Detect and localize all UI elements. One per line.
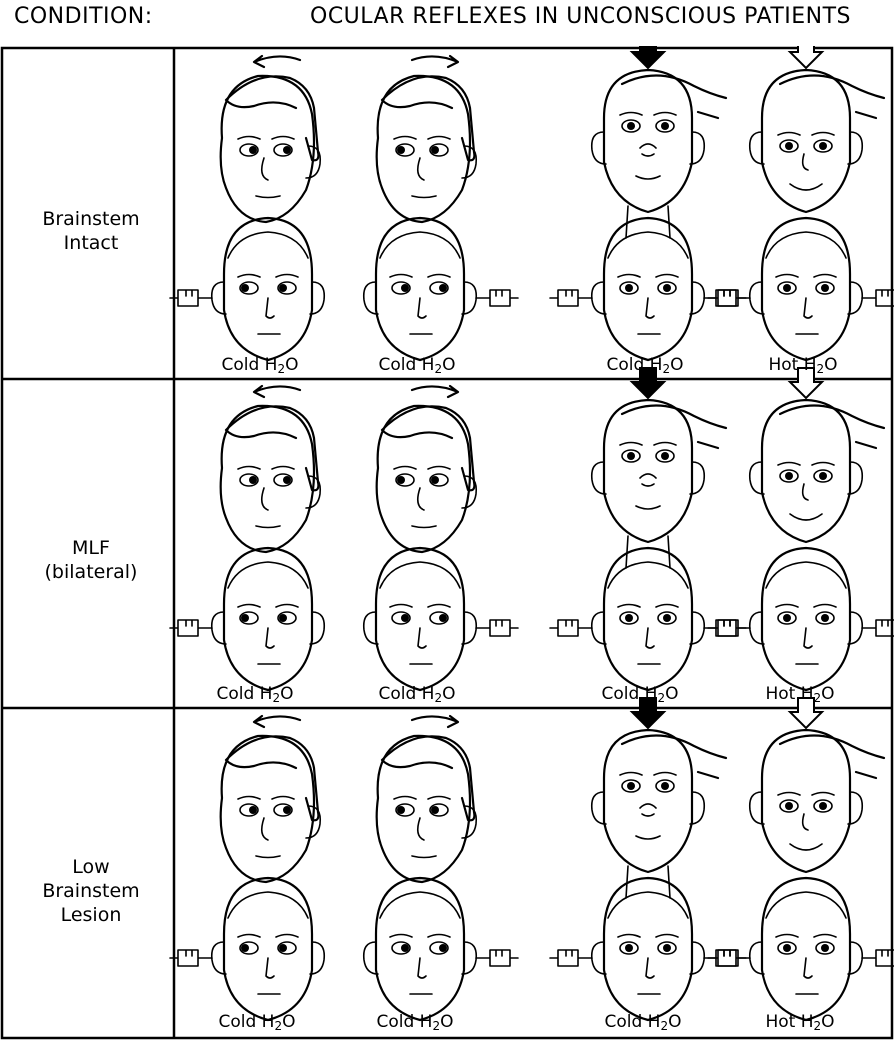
stimulus-caption: Cold H2O xyxy=(216,684,294,705)
head-turn-left-face xyxy=(219,384,322,554)
stimulus-caption: Hot H2O xyxy=(765,684,835,705)
condition-line: Brainstem xyxy=(42,880,140,902)
caloric-cold-left-face xyxy=(169,546,326,692)
caloric-cold-bilateral-face xyxy=(549,216,747,362)
caloric-hot-bilateral-face xyxy=(707,216,894,362)
caloric-cold-bilateral-face xyxy=(549,546,747,692)
head-tilt-up-face xyxy=(748,697,886,874)
condition-label-brainstem-intact: Brainstem Intact xyxy=(12,207,170,255)
stimulus-caption: Cold H2O xyxy=(218,1012,296,1033)
caloric-cold-bilateral-face xyxy=(549,876,747,1022)
stimulus-caption: Hot H2O xyxy=(768,355,838,376)
condition-heading: CONDITION: xyxy=(14,4,153,29)
condition-line: Low xyxy=(72,856,110,878)
reflex-grid xyxy=(0,46,894,1040)
stimulus-caption: Cold H2O xyxy=(606,355,684,376)
head-turn-left-face xyxy=(219,54,322,224)
caloric-cold-left-face xyxy=(169,876,326,1022)
caloric-cold-right-face xyxy=(362,546,519,692)
condition-label-mlf: MLF (bilateral) xyxy=(12,536,170,584)
head-tilt-down-face xyxy=(590,697,728,899)
head-turn-right-face xyxy=(375,54,478,224)
head-turn-left-face xyxy=(219,714,322,884)
head-tilt-down-face xyxy=(590,46,728,239)
stimulus-caption: Cold H2O xyxy=(604,1012,682,1033)
stimulus-caption: Hot H2O xyxy=(765,1012,835,1033)
stimulus-caption: Cold H2O xyxy=(601,684,679,705)
stimulus-caption: Cold H2O xyxy=(221,355,299,376)
head-turn-right-face xyxy=(375,714,478,884)
condition-label-low-brainstem-lesion: Low Brainstem Lesion xyxy=(12,855,170,927)
condition-line: Intact xyxy=(63,232,119,254)
caloric-cold-left-face xyxy=(169,216,326,362)
head-tilt-up-face xyxy=(748,46,886,214)
figure-title: OCULAR REFLEXES IN UNCONSCIOUS PATIENTS xyxy=(310,4,852,29)
caloric-hot-bilateral-face xyxy=(707,876,894,1022)
stimulus-caption: Cold H2O xyxy=(376,1012,454,1033)
condition-line: MLF xyxy=(72,537,110,559)
condition-line: (bilateral) xyxy=(44,561,138,583)
caloric-cold-right-face xyxy=(362,876,519,1022)
condition-line: Brainstem xyxy=(42,208,140,230)
head-tilt-up-face xyxy=(748,367,886,544)
condition-line: Lesion xyxy=(60,904,122,926)
caloric-cold-right-face xyxy=(362,216,519,362)
head-turn-right-face xyxy=(375,384,478,554)
stimulus-caption: Cold H2O xyxy=(378,355,456,376)
table-border xyxy=(0,46,894,1040)
stimulus-caption: Cold H2O xyxy=(378,684,456,705)
caloric-hot-bilateral-face xyxy=(707,546,894,692)
head-tilt-down-face xyxy=(590,367,728,569)
